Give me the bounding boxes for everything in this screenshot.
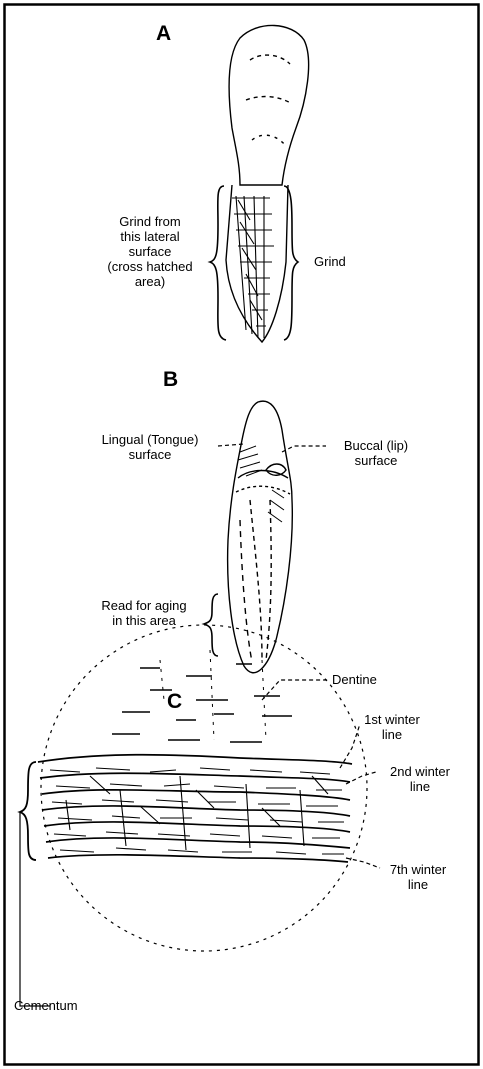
grind-from-line-1: Grind from bbox=[90, 214, 210, 229]
cementum-label: Cementum bbox=[14, 998, 78, 1013]
lingual-surface-label: Lingual (Tongue) surface bbox=[80, 432, 220, 462]
second-winter-line-2: line bbox=[374, 779, 466, 794]
grind-from-line-2: this lateral bbox=[90, 229, 210, 244]
first-winter-line-1: 1st winter bbox=[352, 712, 432, 727]
second-winter-line-label: 2nd winter line bbox=[374, 764, 466, 794]
buccal-line-1: Buccal (lip) bbox=[326, 438, 426, 453]
read-line-2: in this area bbox=[84, 613, 204, 628]
grind-from-line-5: area) bbox=[90, 274, 210, 289]
seventh-winter-line-1: 7th winter bbox=[376, 862, 460, 877]
buccal-surface-label: Buccal (lip) surface bbox=[326, 438, 426, 468]
tooth-a-cross-hatching bbox=[232, 196, 274, 338]
buccal-leader bbox=[282, 446, 326, 452]
second-winter-line-1: 2nd winter bbox=[374, 764, 466, 779]
grind-from-label: Grind from this lateral surface (cross h… bbox=[90, 214, 210, 289]
grind-from-line-3: surface bbox=[90, 244, 210, 259]
seventh-winter-line-label: 7th winter line bbox=[376, 862, 460, 892]
first-winter-line-2: line bbox=[352, 727, 432, 742]
dentine-leader bbox=[262, 680, 330, 700]
dentine-label: Dentine bbox=[332, 672, 377, 687]
grind-from-bracket bbox=[210, 186, 226, 340]
lingual-line-1: Lingual (Tongue) bbox=[80, 432, 220, 447]
tooth-b-shading bbox=[238, 446, 284, 522]
panel-label-b: B bbox=[163, 368, 178, 392]
lingual-leader bbox=[218, 444, 244, 446]
tooth-b-outline bbox=[228, 401, 293, 673]
lingual-line-2: surface bbox=[80, 447, 220, 462]
panel-label-c: C bbox=[167, 690, 182, 714]
buccal-line-2: surface bbox=[326, 453, 426, 468]
grind-from-line-4: (cross hatched bbox=[90, 259, 210, 274]
first-winter-line-label: 1st winter line bbox=[352, 712, 432, 742]
cementum-bands bbox=[38, 755, 352, 862]
seventh-winter-line-2: line bbox=[376, 877, 460, 892]
panel-label-a: A bbox=[156, 22, 171, 46]
read-for-aging-label: Read for aging in this area bbox=[84, 598, 204, 628]
cementum-leader bbox=[20, 812, 50, 1006]
grind-label: Grind bbox=[314, 254, 346, 269]
second-winter-leader bbox=[346, 772, 376, 784]
cementum-bracket bbox=[20, 762, 36, 860]
read-line-1: Read for aging bbox=[84, 598, 204, 613]
